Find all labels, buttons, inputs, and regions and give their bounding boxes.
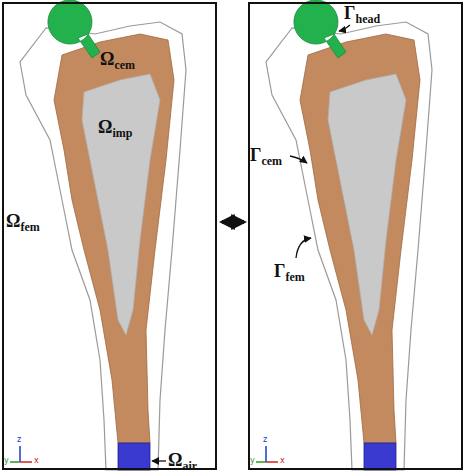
- right-panel-frame: [249, 3, 462, 469]
- symbol: Γ: [274, 261, 285, 281]
- cem-leader: [290, 156, 307, 163]
- axis-label: y: [4, 457, 9, 465]
- symbol: y: [250, 456, 255, 465]
- domain-label: Γcem: [250, 146, 282, 164]
- symbol: x: [34, 456, 39, 465]
- fem-leader: [296, 238, 311, 258]
- subscript: fem: [20, 220, 39, 234]
- domain-label: Γhead: [344, 4, 380, 22]
- symbol: Ω: [100, 49, 114, 69]
- symbol: Ω: [6, 211, 20, 231]
- air-leader: [152, 460, 166, 461]
- axis-label: y: [250, 457, 255, 465]
- subscript: head: [355, 12, 380, 26]
- symbol: z: [17, 435, 21, 444]
- symbol: Ω: [98, 117, 112, 137]
- symbol: Γ: [344, 3, 355, 23]
- left-panel-frame: [3, 3, 216, 469]
- symbol: y: [4, 456, 9, 465]
- axis-label: z: [263, 436, 267, 444]
- subscript: air: [182, 459, 197, 472]
- domain-label: Ωfem: [6, 212, 40, 230]
- right-femur: [256, 0, 432, 470]
- double-arrow: [222, 220, 244, 224]
- axis-label: x: [280, 457, 285, 465]
- subscript: cem: [261, 154, 282, 168]
- domain-label: Ωimp: [98, 118, 132, 136]
- axis-label: z: [17, 436, 21, 444]
- domain-label: Ωcem: [100, 50, 135, 68]
- symbol: x: [280, 456, 285, 465]
- subscript: imp: [112, 126, 132, 140]
- symbol: z: [263, 435, 267, 444]
- axis-label: x: [34, 457, 39, 465]
- domain-label: Γfem: [274, 262, 305, 280]
- left-femur: [10, 0, 186, 470]
- subscript: fem: [285, 270, 304, 284]
- subscript: cem: [114, 58, 135, 72]
- symbol: Γ: [250, 145, 261, 165]
- head-leader: [339, 25, 350, 31]
- domain-label: Ωair: [168, 451, 197, 469]
- symbol: Ω: [168, 450, 182, 470]
